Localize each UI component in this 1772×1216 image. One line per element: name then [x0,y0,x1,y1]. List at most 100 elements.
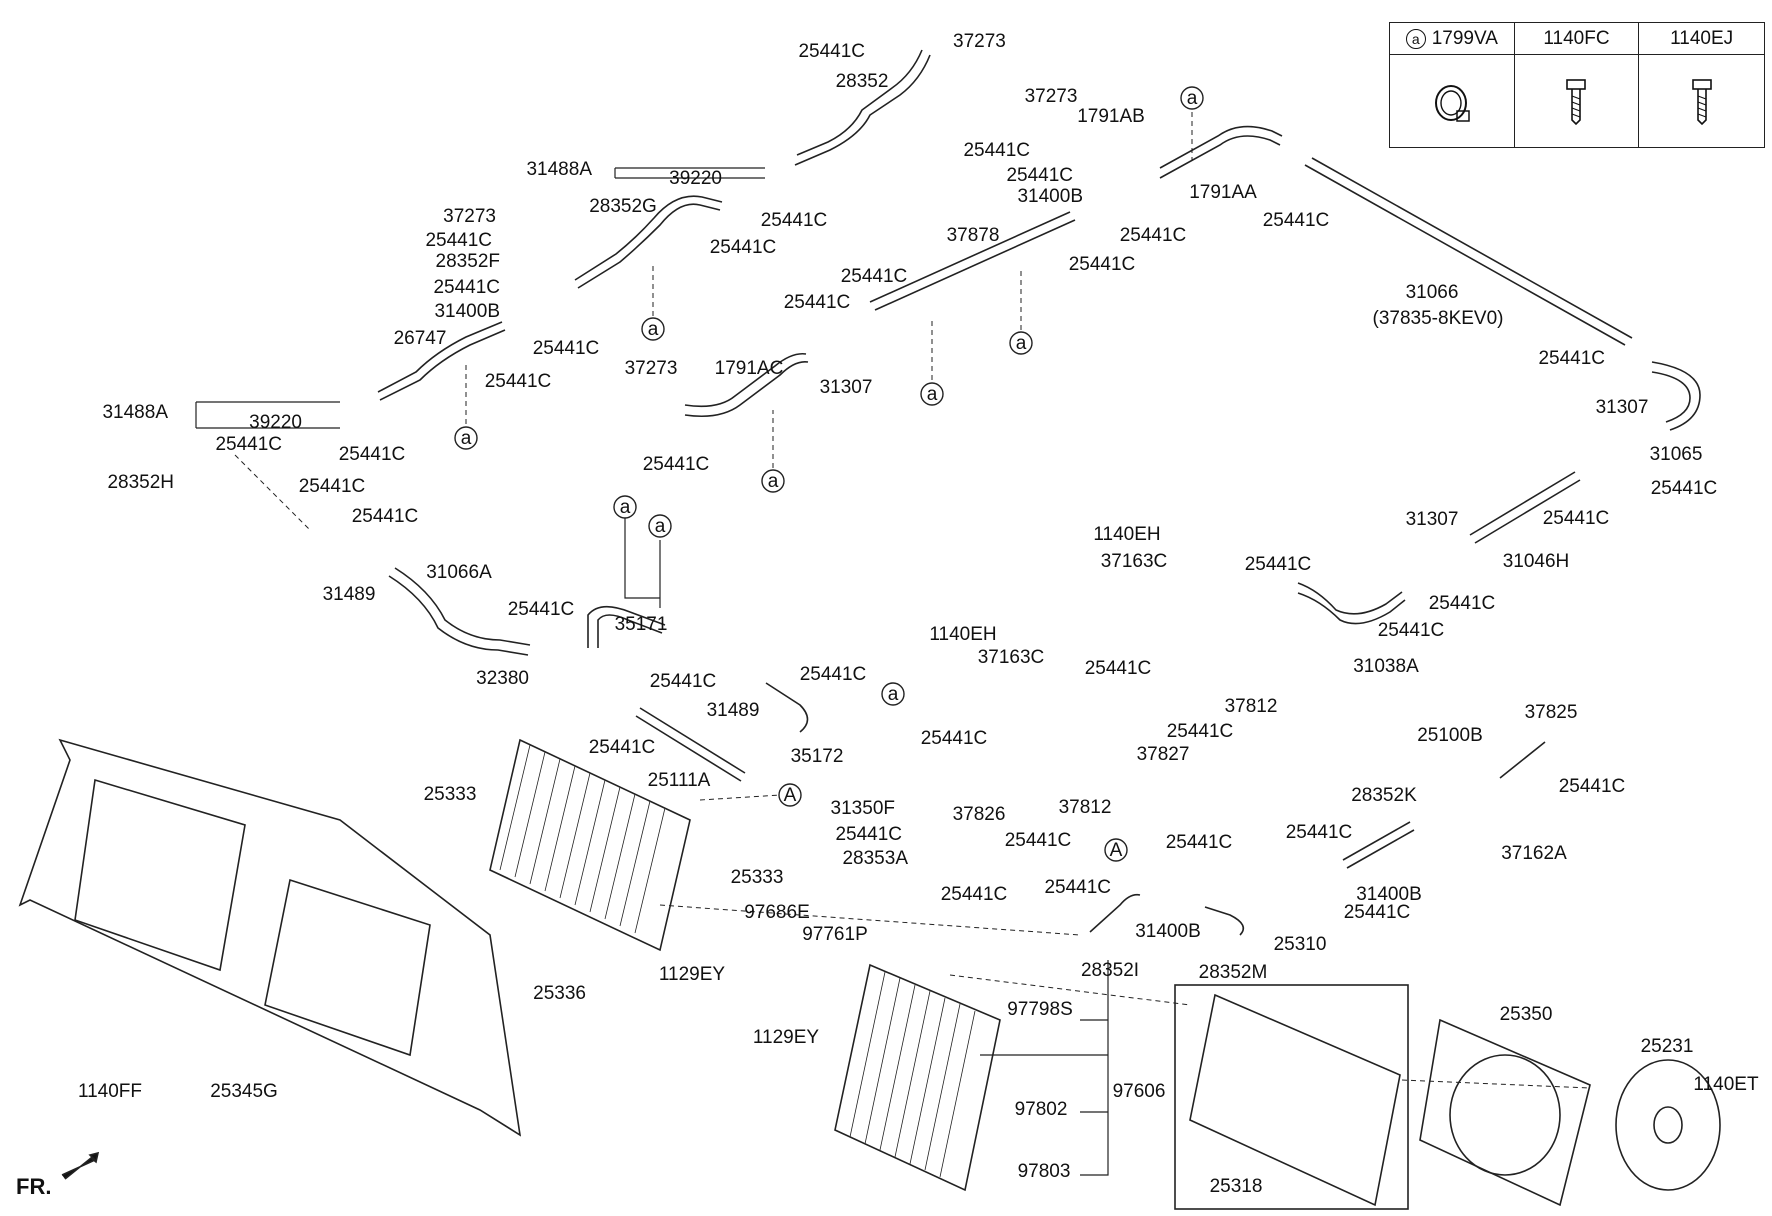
reference-marker: a [613,495,637,519]
hose-28352m [1204,906,1245,936]
marker-circle [1009,331,1033,355]
part-number-label: 1140ET [1693,1074,1759,1095]
hose-31046h [1474,479,1581,544]
marker-circle [454,426,478,450]
part-number-label: 37273 [443,206,496,227]
hose-1791aa [1159,135,1281,179]
part-number-label: 25441C [963,140,1030,161]
main-radiator-outline [489,738,691,952]
part-number-label: 25441C [1085,658,1152,679]
part-number-label: 25441C [1344,902,1411,923]
part-number-label: 25441C [841,266,908,287]
condenser-fins [849,971,976,1178]
part-number-label: 25441C [1378,620,1445,641]
hose-31066a-edge [388,575,529,656]
part-number-label: 31307 [1596,397,1649,418]
marker-letter: a [461,428,472,449]
radiator-25310-box [1174,984,1409,1210]
marker-letter: a [888,684,899,705]
part-number-label: 97803 [1018,1161,1071,1182]
part-number-label: 25441C [800,664,867,685]
part-number-label: 25441C [1538,348,1605,369]
part-number-label: 25441C [798,41,865,62]
part-number-label: 25333 [424,784,477,805]
part-number-label: 37826 [953,804,1006,825]
hose-31038a [1297,592,1406,625]
front-direction-label: FR. [16,1174,52,1199]
hose-1791ac-edge [684,352,807,408]
part-number-label: 25441C [425,230,492,251]
hose-26747 [379,329,506,401]
pipe-31066-edge [1311,157,1633,339]
part-number-label: 37827 [1137,744,1190,765]
part-number-label: 25231 [1641,1036,1694,1057]
part-number-label: 25441C [1006,165,1073,186]
part-number-label: 31400B [434,301,500,322]
part-number-label: 25441C [508,599,575,620]
part-number-label: 25441C [710,237,777,258]
part-number-label: 37273 [1025,86,1078,107]
part-number-label: 25441C [1044,877,1111,898]
reference-marker: a [648,514,672,538]
part-number-label: 1791AC [715,358,784,379]
part-number-label: 1140EH [1093,524,1160,545]
marker-circle [648,514,672,538]
part-number-label: 31400B [1356,884,1422,905]
reference-marker: A [1104,838,1128,862]
part-number-label: 25310 [1274,934,1327,955]
legend-header-2: 1140FC [1514,23,1640,55]
marker-letter: A [1110,840,1123,861]
part-number-label: 1129EY [753,1027,820,1048]
marker-circle [1180,86,1204,110]
pipe-25111a [639,707,746,774]
part-number-label: 25441C [1286,822,1353,843]
panel-window-left [74,778,246,972]
hose-31046h-edge [1469,471,1576,536]
bolt-icon [1639,55,1764,147]
part-number-label: 25441C [1166,832,1233,853]
legend-header-3: 1140EJ [1639,23,1764,55]
part-number-label: 31350F [831,798,895,819]
marker-circle [1104,838,1128,862]
pipe-25111a-edge [635,715,742,782]
part-number-label: 25441C [1651,478,1718,499]
part-number-label: 1791AA [1189,182,1257,203]
part-number-label: 1140FF [78,1081,142,1102]
hose-28352g-edge [574,195,723,281]
part-number-label: 25441C [1245,554,1312,575]
part-number-label: 31307 [820,377,873,398]
part-number-label: 25441C [643,454,710,475]
part-number-label: 25441C [784,292,851,313]
part-number-label: 25441C [215,434,282,455]
part-number-label: 31066 [1406,282,1459,303]
panel-25345g [18,738,522,1137]
part-number-label: 37812 [1059,797,1112,818]
reference-marker: a [881,682,905,706]
part-number-label: 25441C [339,444,406,465]
part-number-label: 35172 [791,746,844,767]
part-number-label: 39220 [669,168,722,189]
legend-marker: a [1405,28,1426,49]
hose-28352i [1089,893,1141,933]
part-number-label: 25111A [648,770,711,791]
part-number-label: 31038A [1353,656,1419,677]
part-number-label: (37835-8KEV0) [1373,308,1504,329]
part-number-label: 37878 [947,225,1000,246]
hose-28352k-edge [1346,829,1415,869]
part-number-label: 25333 [731,867,784,888]
part-number-label: 25441C [1559,776,1626,797]
hose-28352k [1342,821,1411,861]
part-number-label: 97606 [1113,1081,1166,1102]
hose-28352 [794,54,931,166]
part-number-label: 25441C [761,210,828,231]
part-number-label: 37812 [1225,696,1278,717]
part-number-label: 31046H [1503,551,1570,572]
marker-circle [613,495,637,519]
reference-marker: a [1180,86,1204,110]
part-number-label: 25441C [352,506,419,527]
